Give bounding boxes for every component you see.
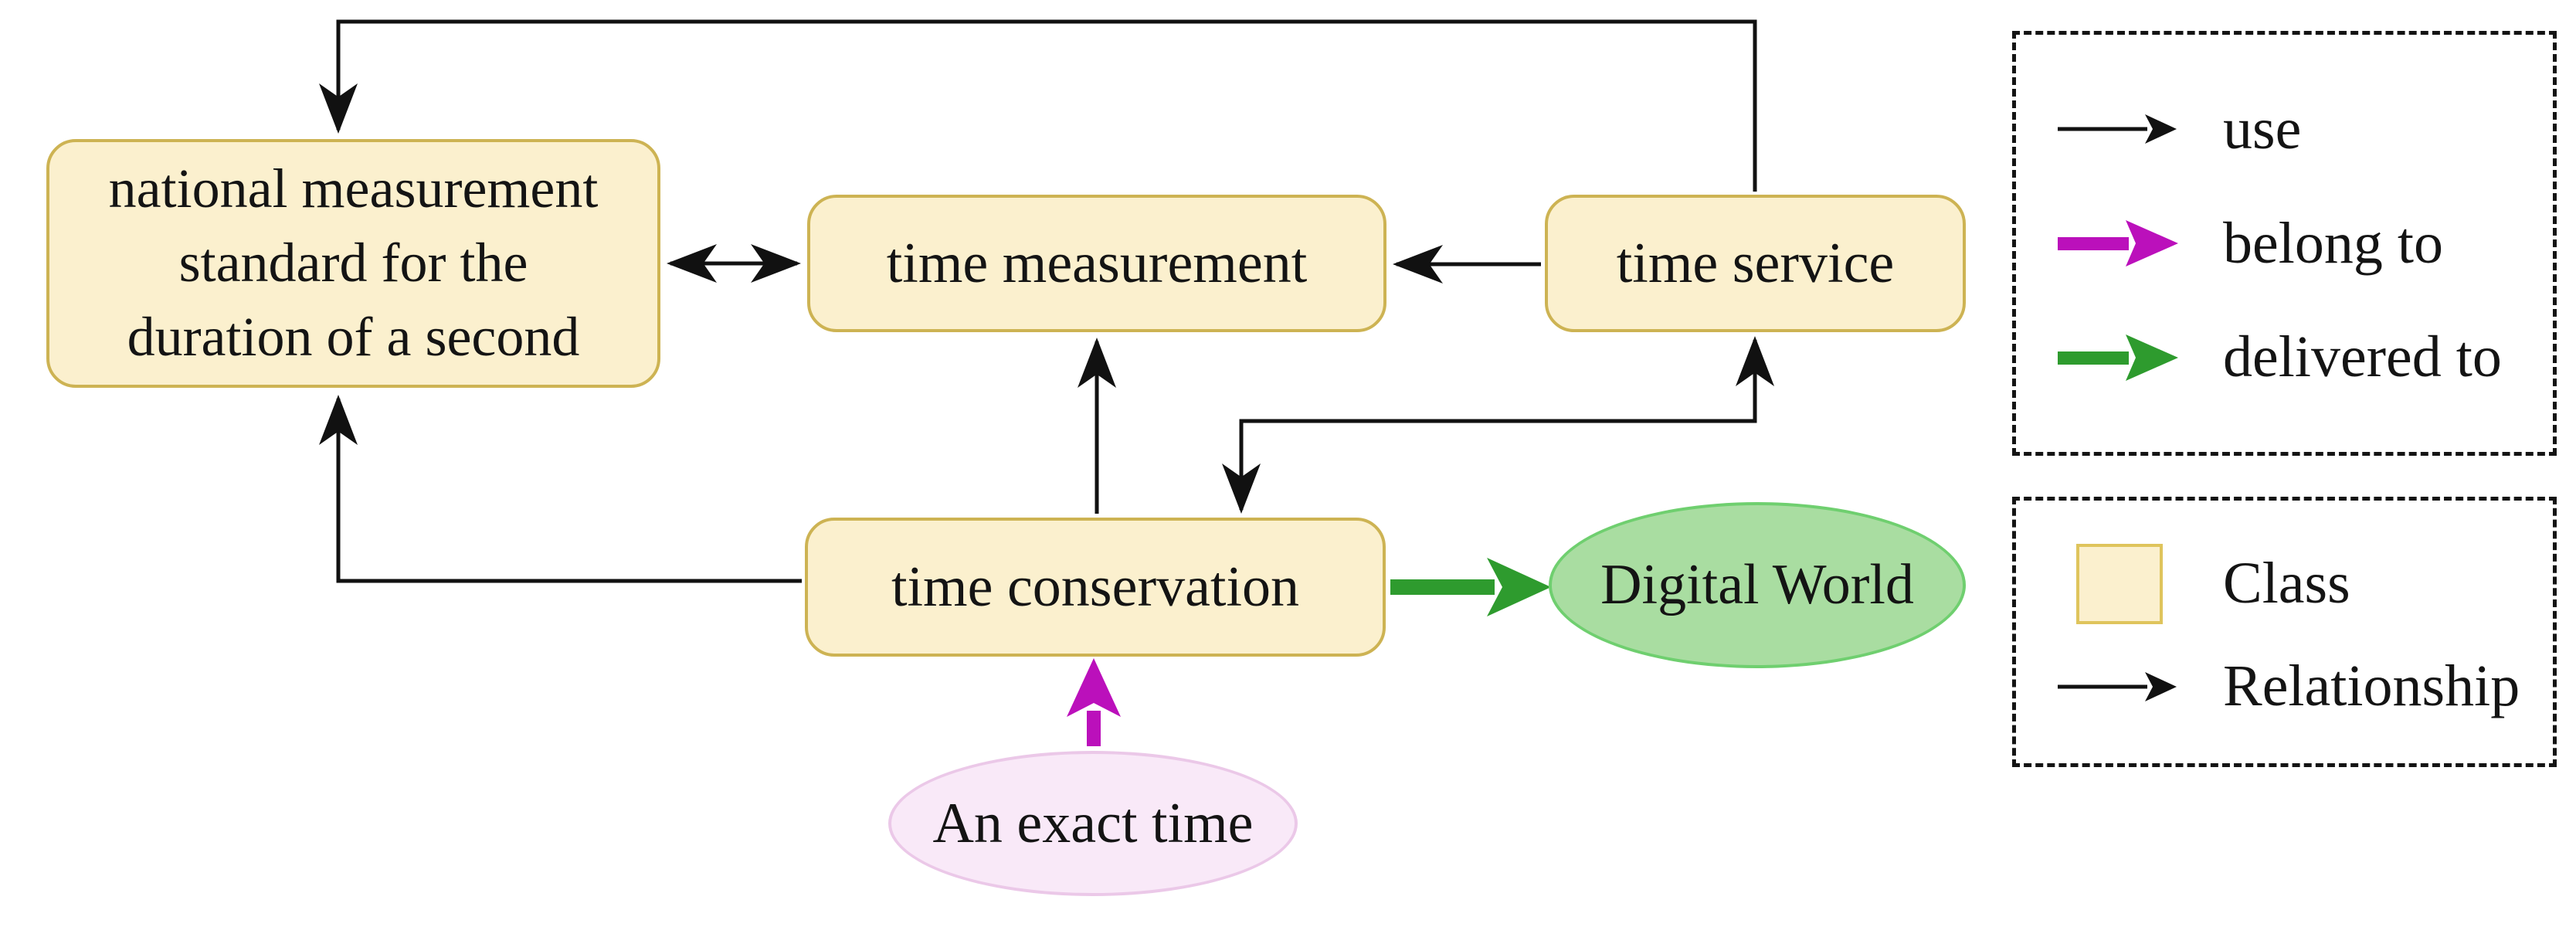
node-time-conservation: time conservation <box>805 518 1386 657</box>
node-time-measurement: time measurement <box>807 195 1386 332</box>
node-time-service: time service <box>1545 195 1966 332</box>
node-label: Digital World <box>1600 553 1914 616</box>
legend-symbols: Class Relationship <box>2012 497 2557 767</box>
node-label: An exact time <box>932 791 1254 855</box>
legend-label: Class <box>2223 551 2350 616</box>
node-label-line: standard for the <box>178 232 528 294</box>
node-label: time measurement <box>886 231 1308 295</box>
legend-label: belong to <box>2223 210 2443 276</box>
arrow-time-service-to-national-standard <box>319 19 1757 192</box>
legend-row-relationship: Relationship <box>2053 653 2553 720</box>
delivered-to-arrow-icon <box>2058 334 2178 381</box>
legend-label: delivered to <box>2223 324 2502 390</box>
legend-label: use <box>2223 96 2302 161</box>
relationship-arrow-icon <box>2058 671 2177 701</box>
node-label: time conservation <box>891 555 1300 619</box>
belong-to-arrow-icon <box>2058 220 2178 267</box>
legend-relation-types: use belong to delivered to <box>2012 31 2557 456</box>
node-an-exact-time: An exact time <box>888 751 1298 896</box>
node-label-line: national measurement <box>108 158 599 220</box>
node-digital-world: Digital World <box>1549 502 1966 668</box>
arrow-time-conservation-to-national-standard <box>319 395 802 583</box>
legend-row-belong-to: belong to <box>2053 210 2553 277</box>
legend-label: Relationship <box>2223 654 2520 719</box>
node-label: time service <box>1616 231 1895 295</box>
arrow-time-conservation-time-service-down-head <box>1222 419 1498 514</box>
legend-row-use: use <box>2053 96 2553 163</box>
legend-row-class: Class <box>2053 543 2553 624</box>
class-swatch-icon <box>2076 543 2163 624</box>
use-arrow-icon <box>2058 114 2177 144</box>
node-label-line: duration of a second <box>127 305 580 368</box>
legend-row-delivered-to: delivered to <box>2053 324 2553 391</box>
node-national-measurement-standard: national measurement standard for the du… <box>46 139 660 388</box>
arrow-time-conservation-time-service-up-head <box>1498 336 1774 423</box>
